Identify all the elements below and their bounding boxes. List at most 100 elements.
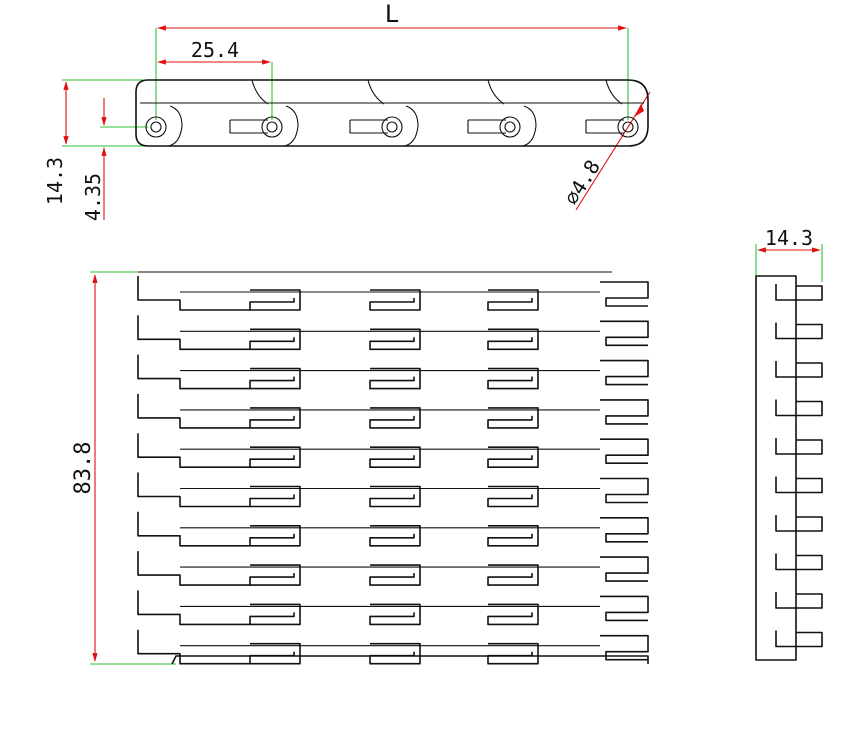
belt-link-tab [369,564,421,586]
pin-hole [622,121,634,133]
belt-link-tab [249,328,301,351]
belt-link-tab [249,367,301,390]
belt-left-lobe [137,511,250,547]
dim-label-end-thickness: 14.3 [765,226,813,250]
pin-outer-ring [145,116,167,138]
belt-left-lobe [137,590,250,626]
belt-link-tab [487,289,539,311]
link-hook [283,105,299,147]
belt-right-lobe [600,359,649,386]
link-hook [167,105,183,147]
belt-link-tab [249,603,301,626]
end-view-tooth [775,438,823,455]
belt-link-tab [487,367,539,390]
link-hook [521,105,537,147]
belt-link-tab [369,603,421,626]
belt-link-tab [249,642,301,665]
belt-link-tab [487,485,539,508]
belt-right-lobe [600,556,649,582]
belt-link-tab [487,446,539,468]
belt-left-lobe [137,393,250,429]
pin-hole [504,121,516,133]
end-view: 14.3 [755,226,823,661]
belt-link-tab [369,407,421,429]
belt-left-lobe [137,433,250,468]
belt-link-tab [487,642,539,665]
belt-link-tab [487,564,539,586]
end-view-tooth [775,399,823,417]
belt-module-grid [137,271,649,665]
belt-link-tab [487,328,539,351]
belt-link-tab [249,564,301,586]
link-hook [403,105,419,147]
belt-link-tab [249,485,301,508]
belt-link-tab [487,407,539,429]
end-view-tooth [775,515,823,532]
link-arc [487,79,505,105]
belt-left-lobe [137,315,250,351]
chain-outer-outline [135,79,649,147]
belt-link-tab [487,525,539,547]
end-view-body [755,275,797,661]
belt-right-lobe [600,320,649,347]
belt-link-tab [369,328,421,351]
end-view-tooth [775,592,823,609]
belt-link-tab [369,525,421,547]
pin-outer-ring [499,116,521,138]
front-view: 83.8 [71,271,649,665]
end-view-tooth [775,630,823,648]
end-view-tooth [775,361,823,378]
pin-outer-ring [381,116,403,138]
pin-hole [150,121,162,133]
belt-left-lobe [137,551,250,586]
belt-link-tab [369,446,421,468]
belt-right-lobe [600,477,649,504]
belt-right-lobe [600,281,649,307]
dim-arrow-diameter [634,104,644,117]
chain-side-profile [135,79,649,147]
belt-link-tab [369,289,421,311]
dim-label-pin-diameter: ⌀4.8 [559,156,605,210]
end-view-profile [755,275,823,661]
pin-slot [349,119,388,134]
belt-right-lobe [600,399,649,425]
belt-bottom-edge [171,655,649,665]
belt-link-tab [369,642,421,665]
belt-link-tab [249,446,301,468]
dim-label-length: L [385,0,399,28]
end-view-tooth [775,476,823,494]
side-view: L 25.4 14.3 4.35 ⌀4.8 [43,0,651,221]
dim-label-thickness: 14.3 [43,157,67,205]
belt-link-tab [487,603,539,626]
link-arc [367,79,385,105]
dim-label-belt-width: 83.8 [71,442,96,495]
pin-slot [229,119,268,134]
end-view-tooth [775,553,823,571]
dim-label-pin-height: 4.35 [81,173,105,221]
pin-outer-ring [261,116,283,138]
belt-link-tab [249,289,301,311]
dim-label-pitch: 25.4 [191,38,239,62]
belt-left-lobe [137,354,250,390]
belt-left-lobe [137,276,250,311]
belt-right-lobe [600,517,649,543]
pin-slot [467,119,506,134]
belt-left-lobe [137,472,250,508]
pin-hole [266,121,278,133]
pin-outer-ring [617,116,639,138]
belt-left-lobe [137,629,250,665]
belt-link-tab [249,407,301,429]
belt-link-tab [369,485,421,508]
belt-right-lobe [600,634,649,661]
belt-link-tab [369,367,421,390]
pin-slot [585,119,624,134]
belt-right-lobe [600,438,649,464]
end-view-tooth [775,284,823,301]
link-arc [251,79,269,105]
end-view-tooth [775,322,823,340]
pin-hole [386,121,398,133]
belt-link-tab [249,525,301,547]
belt-right-lobe [600,595,649,622]
link-arc [605,79,623,105]
